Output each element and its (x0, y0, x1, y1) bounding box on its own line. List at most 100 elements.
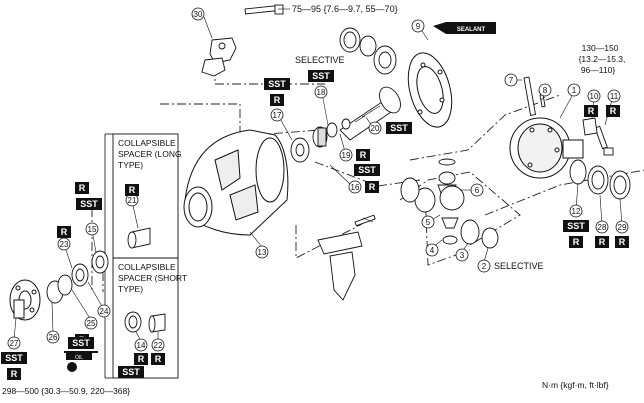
oil-text: OIL (75, 355, 83, 361)
companion-flange (9, 279, 41, 321)
pinion-shaft-pin (523, 76, 546, 116)
r-tag: R (57, 226, 71, 238)
r-tag: R (584, 105, 598, 117)
callout-16: 16 (348, 180, 362, 194)
sst-tag: SST (563, 220, 589, 232)
differential-gears (400, 158, 499, 249)
svg-text:9: 9 (416, 22, 421, 31)
callout-14: 14 (134, 338, 148, 352)
sst-tag: SST (386, 122, 412, 134)
callout-26: 26 (46, 330, 60, 344)
r-tag: R (134, 353, 148, 365)
callout-28: 28 (595, 220, 609, 234)
r-tag: R (7, 368, 21, 380)
svg-text:16: 16 (351, 183, 360, 192)
callout-7: 7 (504, 73, 518, 87)
r-tag: R (365, 181, 379, 193)
svg-text:SST: SST (567, 221, 585, 231)
r-tag: R (356, 149, 370, 161)
svg-text:SST: SST (122, 367, 140, 377)
differential-case (509, 117, 584, 179)
r-tag: R (125, 184, 139, 196)
callout-11: 11 (607, 89, 621, 103)
svg-text:R: R (138, 354, 145, 364)
pinion-bearings (290, 118, 351, 163)
lock-plate (582, 117, 598, 136)
unit-note: N·m {kgf·m, ft·lbf} (542, 380, 609, 390)
spacer-frame-short (112, 257, 179, 379)
long-spacer-label-3: TYPE) (118, 160, 143, 170)
bearing-cap-bottom (317, 214, 376, 301)
svg-text:13: 13 (258, 248, 267, 257)
sst-tag: SST (76, 198, 102, 210)
short-spacer-label-1: COLLAPSIBLE (118, 262, 176, 272)
svg-text:21: 21 (128, 196, 137, 205)
callout-12: 12 (569, 204, 583, 218)
bolt-right (594, 125, 614, 156)
r-tag: R (151, 353, 165, 365)
torque-right-3: 96—110} (581, 65, 616, 75)
differential-carrier (183, 129, 289, 236)
drive-pinion (339, 86, 401, 141)
sst-tag: SST (118, 366, 144, 378)
callout-3: 3 (455, 248, 469, 262)
side-bearings-right (569, 159, 631, 200)
svg-text:R: R (11, 369, 18, 379)
callout-19: 19 (339, 148, 353, 162)
svg-text:15: 15 (88, 225, 97, 234)
svg-text:7: 7 (509, 76, 514, 85)
callout-30: 30 (191, 7, 205, 21)
bolt-top (244, 4, 284, 15)
callouts: 30 9 7 8 1 10 11 17 18 20 19 16 13 21 14… (7, 7, 629, 352)
callout-6: 6 (470, 183, 484, 197)
svg-text:17: 17 (273, 111, 282, 120)
torque-bottom: 298—500 {30.3—50.9, 220—368} (2, 386, 130, 396)
torque-right-1: 130—150 (582, 43, 619, 53)
svg-text:R: R (155, 354, 162, 364)
svg-text:1: 1 (572, 86, 577, 95)
callout-8: 8 (538, 83, 552, 97)
svg-text:SST: SST (268, 79, 286, 89)
svg-text:29: 29 (618, 223, 627, 232)
short-spacer-label-3: TYPE) (118, 284, 143, 294)
svg-text:R: R (274, 95, 281, 105)
svg-text:23: 23 (60, 240, 69, 249)
svg-text:SST: SST (5, 353, 23, 363)
svg-text:4: 4 (430, 246, 435, 255)
selective-top-label: SELECTIVE (295, 55, 345, 65)
r-tag: R (569, 236, 583, 248)
svg-text:11: 11 (610, 92, 619, 101)
svg-text:R: R (369, 182, 376, 192)
svg-text:R: R (61, 227, 68, 237)
svg-text:R: R (619, 237, 626, 247)
callout-22: 22 (151, 338, 165, 352)
short-spacer-label-2: SPACER (SHORT (118, 273, 187, 283)
svg-text:5: 5 (426, 218, 431, 227)
callout-20: 20 (368, 121, 382, 135)
bearing-cap-top (201, 37, 237, 77)
svg-text:2: 2 (482, 262, 487, 271)
callout-24: 24 (97, 304, 111, 318)
svg-text:14: 14 (137, 341, 146, 350)
sst-tag: SST (308, 70, 334, 82)
callout-5: 5 (421, 215, 435, 229)
r-tag: R (595, 236, 609, 248)
svg-text:22: 22 (154, 341, 163, 350)
sealant-tube-icon (433, 22, 496, 34)
service-tags: SST R SST SST R SST R R R SST R R R R R … (1, 70, 629, 380)
long-spacer-label-1: COLLAPSIBLE (118, 138, 176, 148)
svg-text:R: R (610, 106, 617, 116)
svg-text:25: 25 (87, 319, 96, 328)
r-tag: R (606, 105, 620, 117)
callout-10: 10 (587, 89, 601, 103)
callout-15: 15 (85, 222, 99, 236)
svg-text:SST: SST (312, 71, 330, 81)
svg-text:R: R (588, 106, 595, 116)
callout-17: 17 (270, 108, 284, 122)
sealant-label: SEALANT (457, 27, 486, 33)
svg-text:R: R (573, 237, 580, 247)
sst-tag: SST (68, 337, 94, 349)
callout-27: 27 (7, 336, 21, 350)
svg-text:3: 3 (460, 251, 465, 260)
svg-text:19: 19 (342, 151, 351, 160)
